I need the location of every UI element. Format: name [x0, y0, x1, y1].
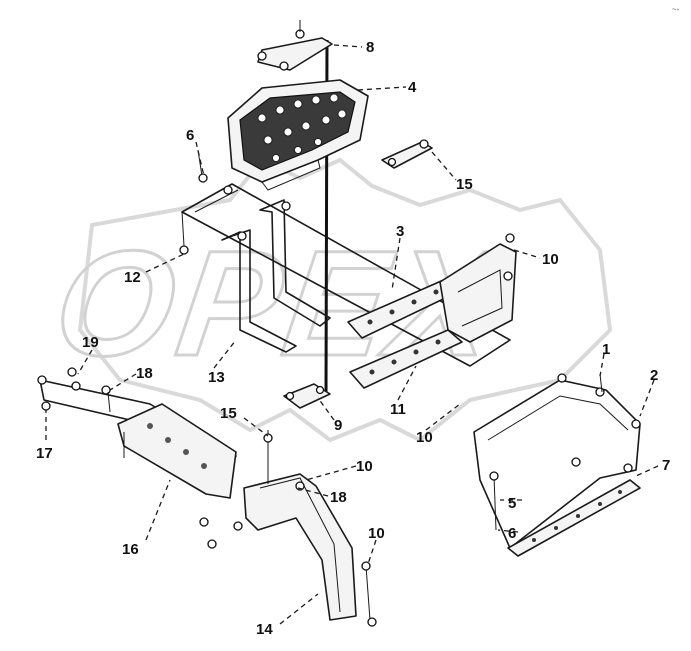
leader-lines — [45, 44, 659, 625]
callouts: 8 4 6 15 3 10 12 13 19 18 17 11 1 2 15 9… — [36, 39, 670, 638]
left-assembly — [37, 367, 237, 499]
part-9-bracket — [283, 383, 331, 409]
callout-6: 6 — [508, 525, 516, 542]
callout-12: 12 — [124, 269, 141, 286]
callout-9: 9 — [334, 417, 342, 434]
callout-10: 10 — [356, 458, 373, 475]
callout-18: 18 — [330, 489, 347, 506]
callout-10: 10 — [368, 525, 385, 542]
callout-13: 13 — [208, 369, 225, 386]
part-13-u-bracket — [179, 199, 331, 353]
callout-19: 19 — [82, 334, 99, 351]
callout-5: 5 — [508, 495, 516, 512]
callout-10: 10 — [416, 429, 433, 446]
part-4-valve-block — [227, 79, 369, 191]
callout-18: 18 — [136, 365, 153, 382]
callout-15: 15 — [456, 176, 473, 193]
callout-11: 11 — [390, 401, 406, 418]
part-11-lower-rail — [349, 329, 463, 389]
right-end-bracket — [439, 233, 517, 343]
callout-7: 7 — [662, 457, 670, 474]
watermark-text: OPEX — [46, 220, 513, 387]
callout-10: 10 — [542, 251, 559, 268]
callout-15: 15 — [220, 405, 237, 422]
part-14-support-leg — [199, 430, 377, 627]
callout-3: 3 — [396, 223, 404, 240]
page-mark: ~- — [672, 5, 680, 14]
right-lower-assembly — [473, 373, 641, 557]
callout-6: 6 — [186, 127, 194, 144]
callout-4: 4 — [408, 79, 417, 96]
part-8-top-bracket — [257, 20, 333, 71]
callout-8: 8 — [366, 39, 374, 56]
callout-16: 16 — [122, 541, 139, 558]
callout-17: 17 — [36, 445, 53, 462]
callout-1: 1 — [602, 341, 610, 358]
part-15-upper-bracket — [381, 139, 433, 169]
callout-14: 14 — [256, 621, 273, 638]
callout-2: 2 — [650, 367, 658, 384]
